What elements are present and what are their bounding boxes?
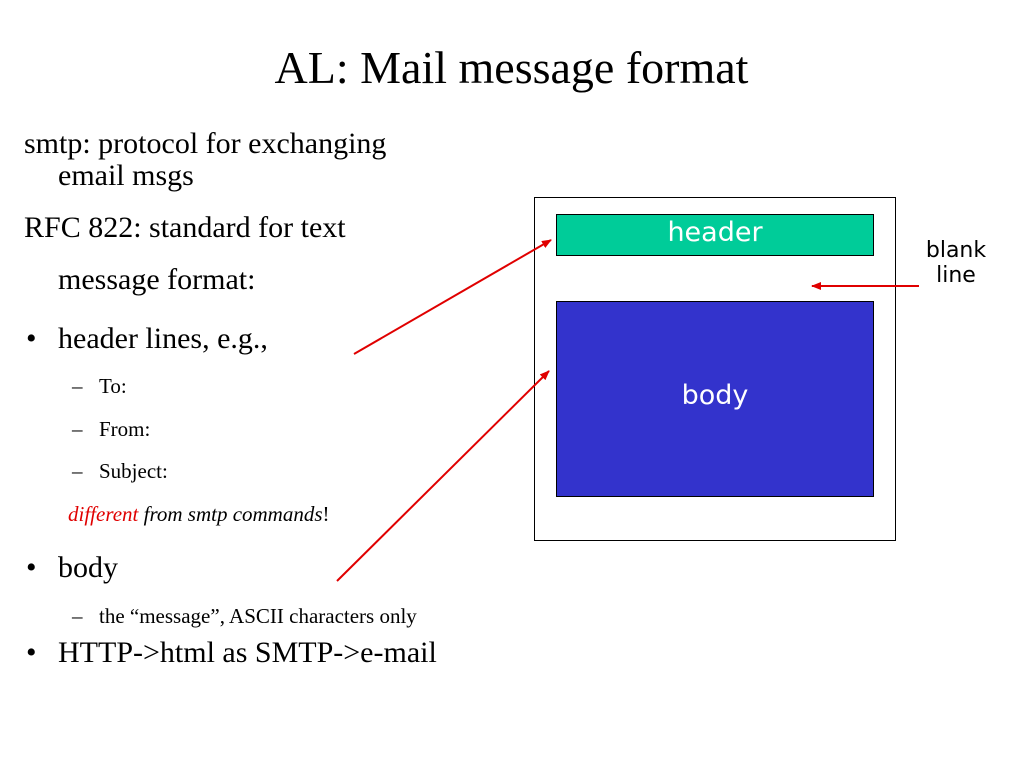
- smtp-commands-note: different from smtp commands!: [68, 500, 330, 528]
- note-different: different: [68, 502, 139, 526]
- sub-item-from-text: From:: [99, 417, 151, 441]
- bullet-body: • body: [26, 551, 118, 585]
- bullet-dot: •: [26, 551, 37, 584]
- bullet-http-analogy-text: HTTP->html as SMTP->e-mail: [58, 636, 437, 669]
- blank-line-label: blank line: [912, 238, 1000, 288]
- sub-item-message-text: the “message”, ASCII characters only: [99, 604, 417, 628]
- blank-line-label-line2: line: [936, 263, 976, 288]
- sub-item-to-text: To:: [99, 374, 127, 398]
- note-from-smtp-commands: from smtp commands: [138, 502, 323, 526]
- slide-title: AL: Mail message format: [274, 42, 749, 93]
- dash-mark: –: [72, 604, 83, 628]
- sub-item-subject-text: Subject:: [99, 459, 168, 483]
- arrow-body-to-body: [336, 370, 550, 582]
- sub-item-from: –From:: [72, 416, 150, 442]
- bullet-http-analogy: • HTTP->html as SMTP->e-mail: [26, 636, 437, 670]
- dash-mark: –: [72, 374, 83, 398]
- rfc-definition: RFC 822: standard for text message forma…: [24, 212, 346, 296]
- smtp-definition-line2: email msgs: [58, 159, 194, 192]
- bullet-dot: •: [26, 636, 37, 669]
- bullet-body-text: body: [58, 551, 118, 584]
- smtp-definition: smtp: protocol for exchanging email msgs: [24, 128, 386, 192]
- rfc-definition-line1: RFC 822: standard for text: [24, 211, 346, 244]
- dash-mark: –: [72, 459, 83, 483]
- sub-item-subject: –Subject:: [72, 458, 168, 484]
- header-box: header: [556, 214, 874, 256]
- bullet-header-lines: • header lines, e.g.,: [26, 322, 268, 356]
- sub-item-to: –To:: [72, 373, 127, 399]
- smtp-definition-line1: smtp: protocol for exchanging: [24, 127, 387, 160]
- dash-mark: –: [72, 417, 83, 441]
- bullet-header-lines-text: header lines, e.g.,: [58, 322, 268, 355]
- sub-item-message: –the “message”, ASCII characters only: [72, 603, 417, 629]
- arrow-header-lines-to-header: [353, 239, 552, 355]
- bullet-dot: •: [26, 322, 37, 355]
- rfc-definition-line2: message format:: [58, 263, 256, 296]
- blank-line-label-line1: blank: [925, 238, 987, 263]
- note-exclamation: !: [322, 502, 330, 526]
- body-box: body: [556, 301, 874, 497]
